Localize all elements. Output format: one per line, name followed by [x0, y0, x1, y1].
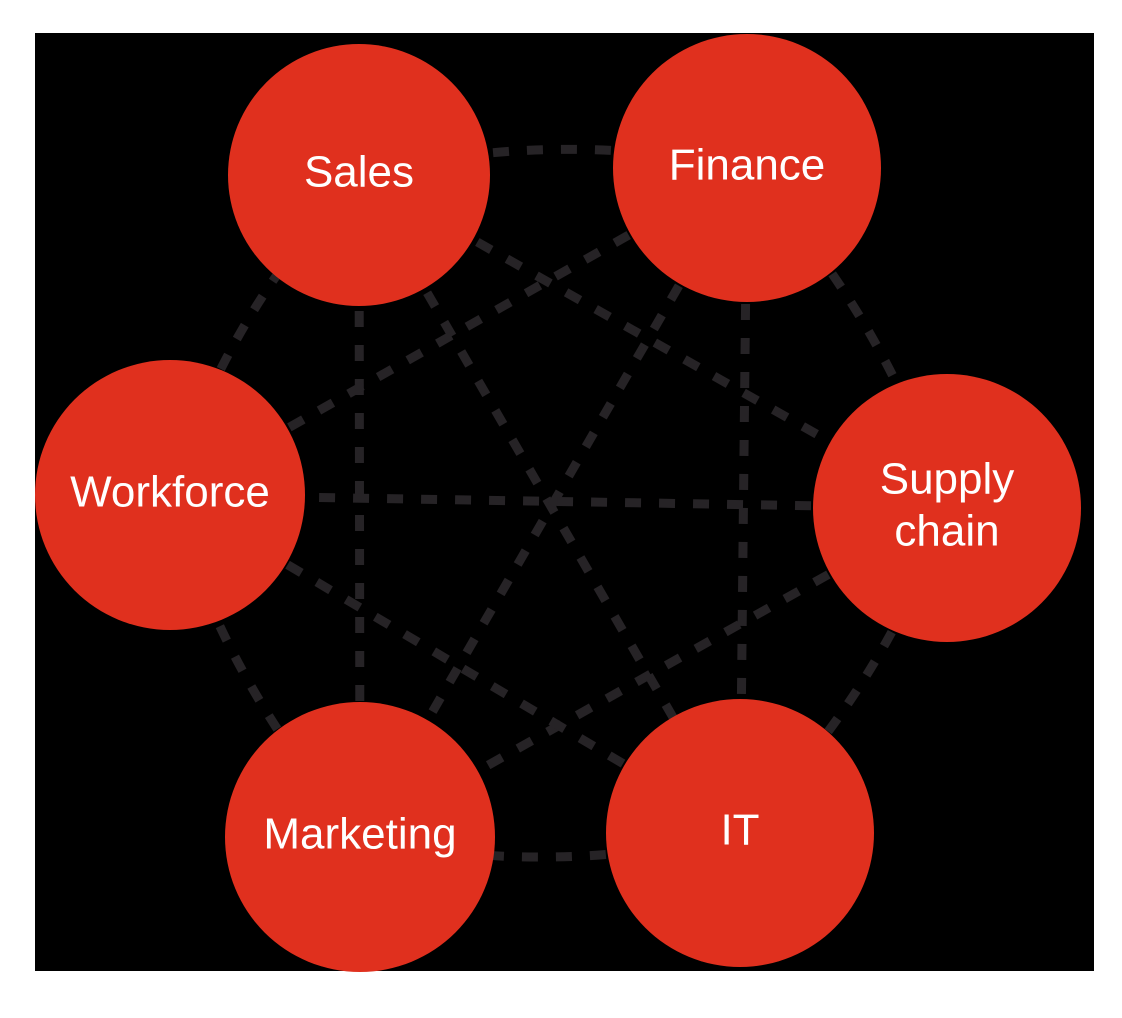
node-it[interactable]: IT — [606, 699, 874, 967]
node-sales[interactable]: Sales — [228, 44, 490, 306]
node-marketing[interactable]: Marketing — [225, 702, 495, 972]
node-workforce[interactable]: Workforce — [35, 360, 305, 630]
node-circle-workforce[interactable] — [35, 360, 305, 630]
node-circle-finance[interactable] — [613, 34, 881, 302]
node-finance[interactable]: Finance — [613, 34, 881, 302]
node-circle-sales[interactable] — [228, 44, 490, 306]
node-circle-supply-chain[interactable] — [813, 374, 1081, 642]
edge-finance-to-marketing — [356, 165, 751, 840]
node-circle-marketing[interactable] — [225, 702, 495, 972]
node-circle-it[interactable] — [606, 699, 874, 967]
